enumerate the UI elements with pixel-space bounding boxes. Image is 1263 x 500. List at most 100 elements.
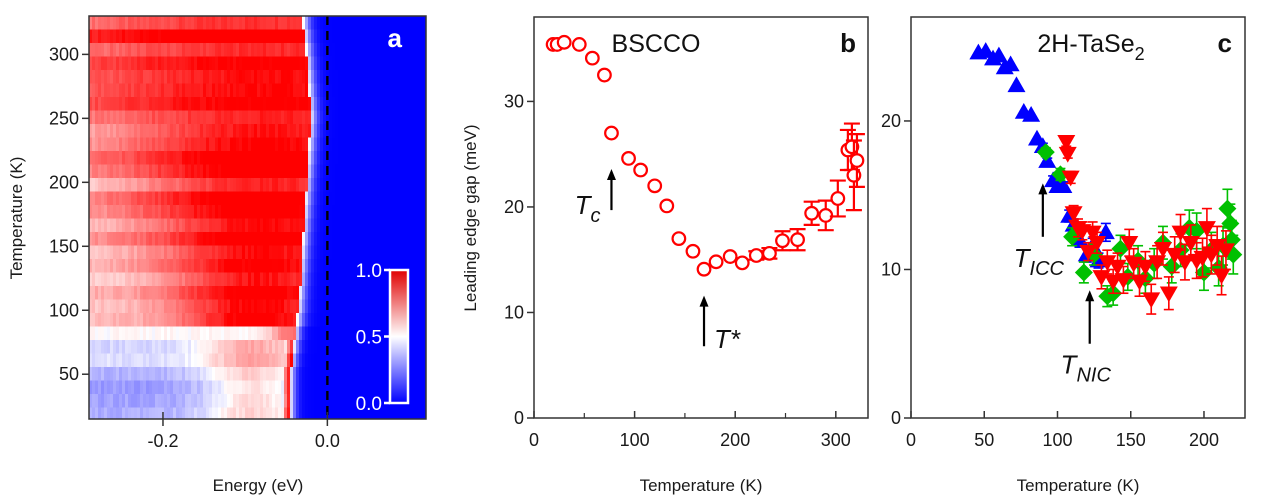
heatmap-cell [143,151,147,166]
heatmap-cell [311,56,315,71]
heatmap-cell [146,394,150,409]
colorbar-tick-label: 0.0 [356,394,382,415]
heatmap-cell [248,380,252,395]
heatmap-cell [269,232,273,247]
heatmap-cell [113,259,117,274]
heatmap-cell [221,43,225,58]
heatmap-cell [188,70,192,85]
heatmap-cell [206,124,210,139]
heatmap-cell [257,218,261,233]
heatmap-cell [107,83,111,98]
heatmap-cell [224,272,228,287]
heatmap-cell [284,407,288,419]
heatmap-cell [353,245,357,260]
heatmap-cell [404,56,408,71]
heatmap-cell [338,286,342,301]
heatmap-cell [263,83,267,98]
heatmap-cell [161,340,165,355]
heatmap-cell [368,16,372,31]
heatmap-cell [230,83,234,98]
heatmap-cell [110,178,114,193]
annotation-label: Tc [575,190,601,227]
heatmap-cell [257,407,261,419]
heatmap-cell [230,164,234,179]
data-point [734,255,750,271]
heatmap-cell [134,407,138,419]
heatmap-cell [299,56,303,71]
heatmap-cell [389,97,393,112]
heatmap-cell [410,380,414,395]
heatmap-cell [236,178,240,193]
heatmap-cell [164,83,168,98]
heatmap-cell [314,407,318,419]
heatmap-cell [386,340,390,355]
heatmap-cell [191,232,195,247]
heatmap-cell [404,218,408,233]
heatmap-cell [272,232,276,247]
heatmap-cell [341,97,345,112]
heatmap-cell [203,191,207,206]
heatmap-cell [215,43,219,58]
heatmap-cell [125,16,129,31]
heatmap-cell [122,191,126,206]
heatmap-cell [362,340,366,355]
heatmap-cell [386,164,390,179]
heatmap-cell [332,340,336,355]
heatmap-cell [209,178,213,193]
heatmap-cell [125,245,129,260]
heatmap-cell [242,97,246,112]
heatmap-cell [119,299,123,314]
heatmap-cell [416,407,420,419]
heatmap-cell [359,29,363,44]
heatmap-cell [236,70,240,85]
heatmap-cell [146,137,150,152]
heatmap-cell [356,380,360,395]
heatmap-cell [278,259,282,274]
heatmap-cell [419,151,423,166]
heatmap-cell [128,245,132,260]
heatmap-cell [128,97,132,112]
heatmap-cell [311,313,315,328]
heatmap-cell [146,380,150,395]
heatmap-cell [92,16,96,31]
heatmap-cell [257,29,261,44]
heatmap-cell [200,137,204,152]
heatmap-cell [182,110,186,125]
heatmap-cell [398,29,402,44]
heatmap-cell [164,124,168,139]
heatmap-cell [335,164,339,179]
heatmap-cell [329,191,333,206]
heatmap-cell [386,407,390,419]
heatmap-cell [299,97,303,112]
heatmap-cell [170,29,174,44]
heatmap-cell [119,272,123,287]
heatmap-cell [209,97,213,112]
heatmap-cell [266,299,270,314]
heatmap-cell [143,124,147,139]
heatmap-cell [317,97,321,112]
heatmap-cell [137,124,141,139]
heatmap-cell [245,313,249,328]
heatmap-cell [296,394,300,409]
heatmap-cell [269,340,273,355]
heatmap-cell [221,259,225,274]
panel-b-data-points [545,34,865,277]
heatmap-cell [353,286,357,301]
heatmap-cell [128,151,132,166]
heatmap-cell [299,299,303,314]
heatmap-cell [260,286,264,301]
heatmap-cell [242,110,246,125]
heatmap-cell [263,43,267,58]
heatmap-cell [410,16,414,31]
heatmap-cell [185,70,189,85]
heatmap-cell [230,151,234,166]
heatmap-cell [335,326,339,341]
heatmap-cell [140,124,144,139]
heatmap-cell [353,124,357,139]
heatmap-cell [158,164,162,179]
heatmap-cell [224,286,228,301]
heatmap-cell [383,340,387,355]
heatmap-cell [98,380,102,395]
heatmap-cell [308,245,312,260]
heatmap-cell [140,164,144,179]
